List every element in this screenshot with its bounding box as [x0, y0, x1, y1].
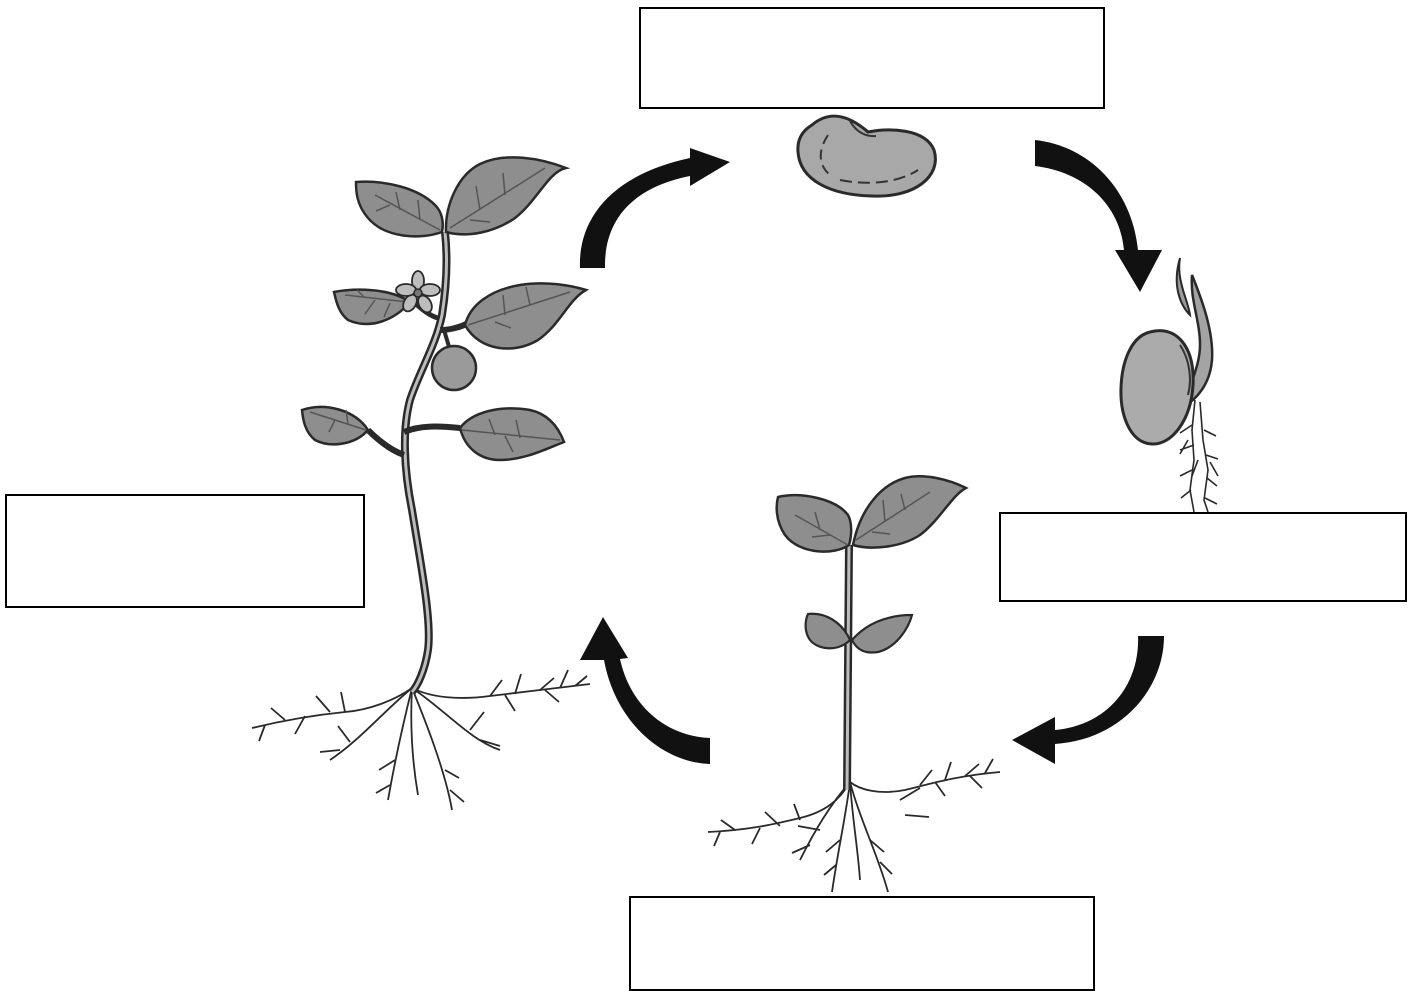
arrow-seedling-to-adult: [580, 617, 710, 764]
label-box-seed[interactable]: [639, 7, 1105, 109]
label-box-adult-plant[interactable]: [5, 494, 365, 608]
adult-plant-illustration: [252, 157, 590, 810]
germinating-seed-illustration: [1121, 258, 1218, 512]
cycle-arrows: [580, 140, 1164, 764]
arrow-seed-to-germination: [1035, 140, 1162, 292]
label-box-seedling[interactable]: [629, 896, 1095, 991]
label-box-germination[interactable]: [999, 512, 1407, 602]
seed-illustration: [798, 116, 936, 196]
seedling-illustration: [708, 476, 1000, 892]
arrow-adult-to-seed: [580, 148, 730, 268]
arrow-germination-to-seedling: [1012, 636, 1164, 764]
